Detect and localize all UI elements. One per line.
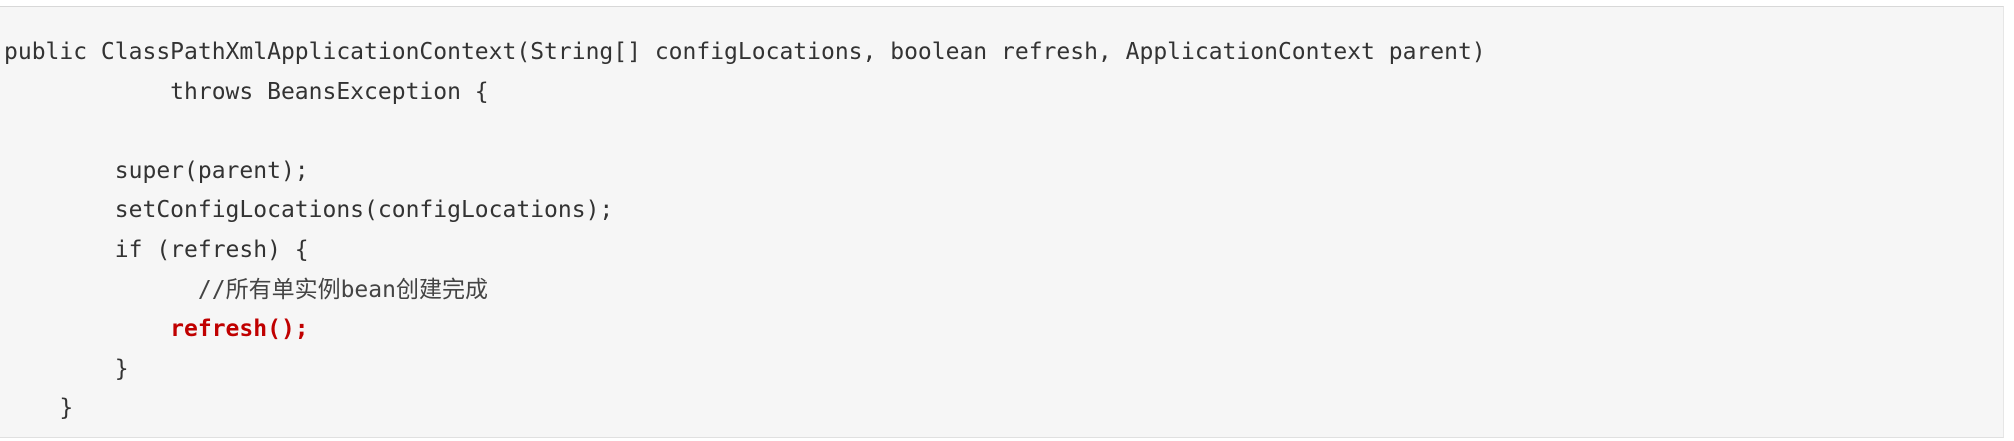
code-text: } <box>114 355 129 382</box>
code-block: public ClassPathXmlApplicationContext(St… <box>0 6 2004 438</box>
indent <box>4 316 170 342</box>
code-text: public ClassPathXmlApplicationContext(St… <box>4 39 1486 65</box>
code-line-if-close-brace: } <box>4 350 1486 390</box>
indent <box>4 277 198 303</box>
code-line-super-call: super(parent); <box>4 152 1486 192</box>
code-lines: public ClassPathXmlApplicationContext(St… <box>4 33 1486 429</box>
indent <box>4 356 115 382</box>
code-text: if (refresh) { <box>114 236 309 263</box>
indent <box>4 197 115 223</box>
code-comment: //所有单实例bean创建完成 <box>197 276 488 303</box>
code-text: setConfigLocations(configLocations); <box>114 197 614 224</box>
code-text: super(parent); <box>114 157 309 184</box>
code-line-refresh-call: refresh(); <box>4 310 1486 350</box>
code-line-set-config-locations: setConfigLocations(configLocations); <box>4 191 1486 231</box>
code-text: } <box>59 395 74 422</box>
code-text-highlighted: refresh(); <box>170 316 309 343</box>
code-line-throws: throws BeansException { <box>4 73 1486 113</box>
indent <box>4 395 59 421</box>
indent <box>4 79 170 105</box>
code-text: throws BeansException { <box>170 78 489 105</box>
indent <box>4 237 115 263</box>
indent <box>4 158 115 184</box>
code-line-constructor-signature: public ClassPathXmlApplicationContext(St… <box>4 33 1486 73</box>
code-line-method-close-brace: } <box>4 389 1486 429</box>
code-line-if-refresh: if (refresh) { <box>4 231 1486 271</box>
code-line-comment: //所有单实例bean创建完成 <box>4 271 1486 311</box>
code-line-blank <box>4 112 1486 152</box>
